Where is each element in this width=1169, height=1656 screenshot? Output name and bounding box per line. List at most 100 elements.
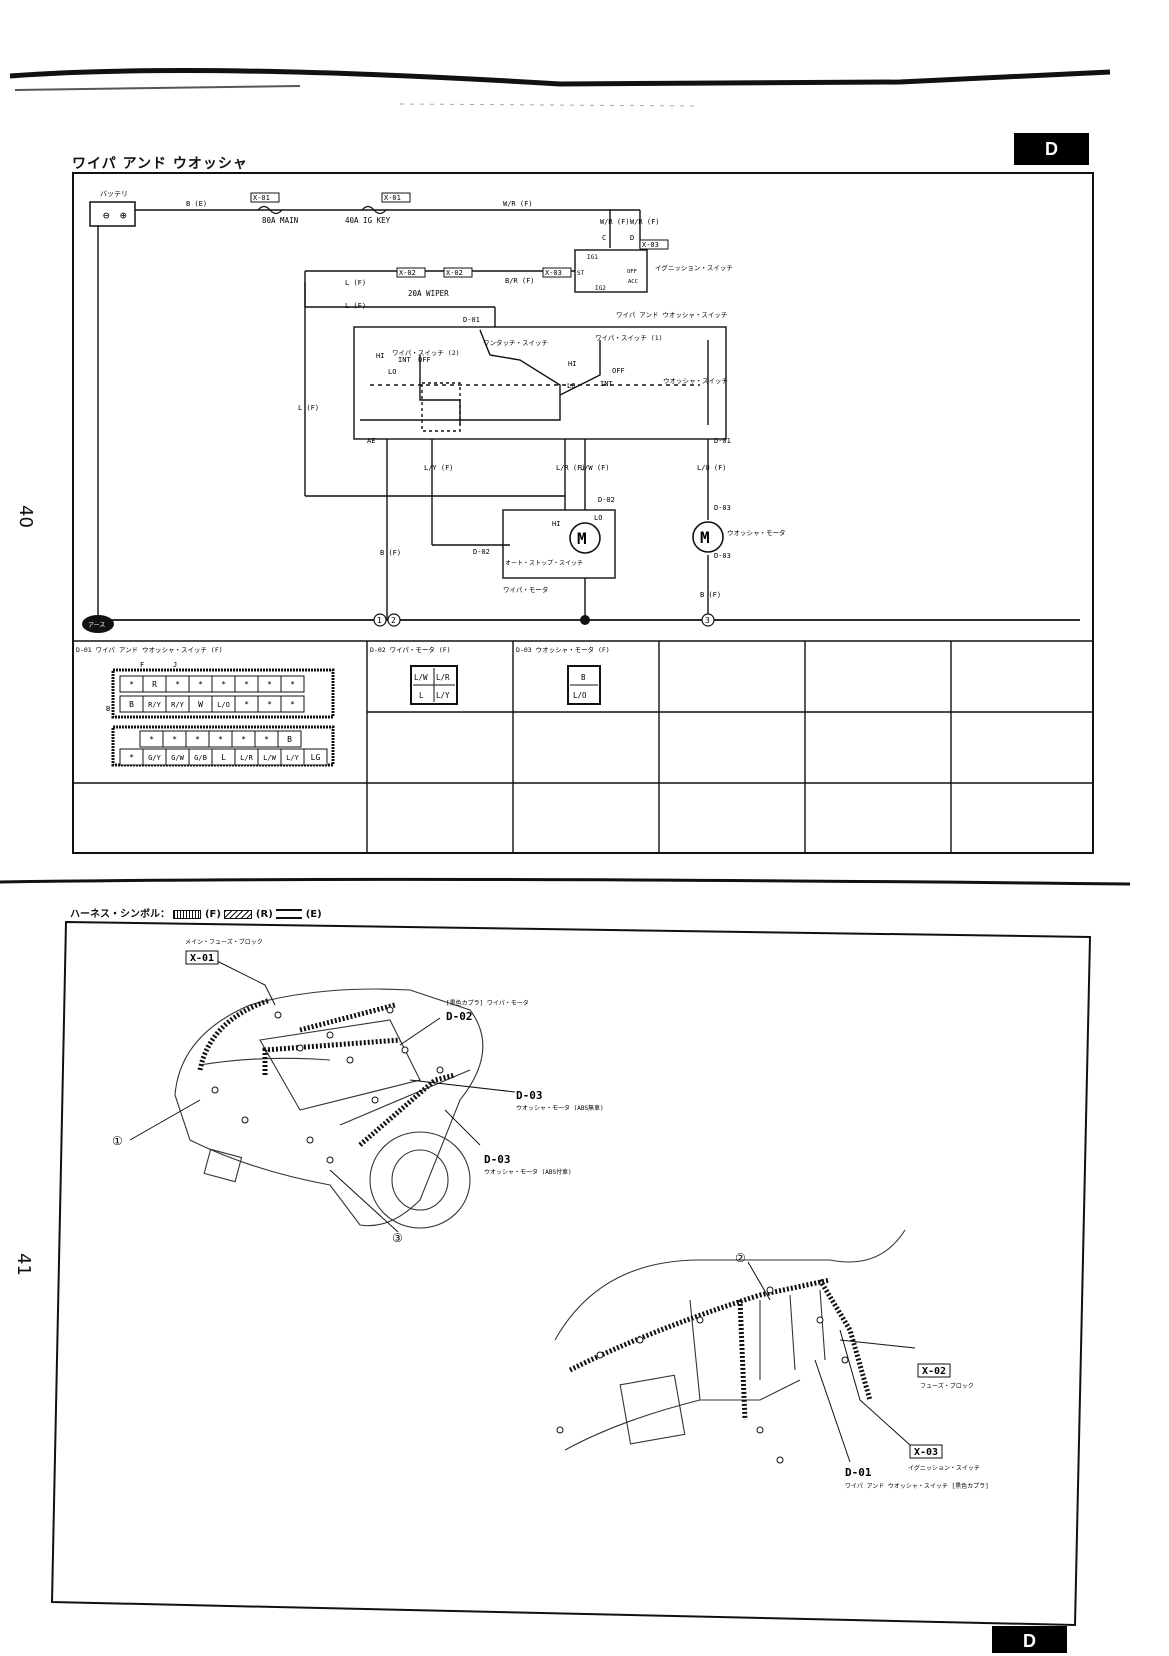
d01-pin-cell [303, 748, 328, 766]
fuse-wiper-box-1: X-02 [399, 269, 416, 277]
term-c: C [602, 234, 606, 242]
d01-pin-label: LG [311, 753, 321, 762]
harness-rear-swatch [224, 909, 253, 919]
wire-lw: L/W (F) [580, 464, 610, 472]
harness-engine-label: (E) [305, 909, 322, 920]
d01-pin-label: * [175, 680, 180, 689]
d01-pin-label: B [287, 735, 292, 744]
sw2-lo: LO [388, 368, 396, 376]
d01-pin-label: * [290, 700, 295, 709]
section-tab-bottom: D [992, 1626, 1067, 1653]
d01-pin-label: L [221, 753, 226, 762]
washer-motor-label: ウオッシャ・モータ [727, 528, 786, 537]
marker-2: ② [735, 1251, 746, 1265]
sw1-hi: HI [568, 360, 576, 368]
auto-stop-label: オート・ストップ・スイッチ [505, 560, 583, 567]
d01-pin-label: * [218, 735, 223, 744]
gnd-node-2: 2 [391, 616, 396, 625]
ground-label: アース [88, 622, 105, 629]
svg-text:⊕: ⊕ [120, 209, 127, 222]
fuse-main-box: X-01 [253, 194, 270, 202]
d01-pin-label: * [244, 700, 249, 709]
battery-label: バッテリ [100, 190, 128, 198]
wire-b-f-1: B (F) [380, 549, 401, 557]
x02-note: フューズ・ブロック [920, 1382, 974, 1390]
d03-connector-title: D-03 ウオッシャ・モータ (F) [516, 645, 610, 654]
d01-pin-label: * [129, 753, 134, 762]
harness-front-swatch [173, 909, 202, 919]
term-d: D [630, 234, 634, 242]
sw1-int: INT [600, 380, 613, 388]
wire-lr: L/R (F) [556, 464, 586, 472]
conn-ae: AE [367, 437, 375, 445]
sw1-lo: LO [567, 382, 575, 390]
wiper-switch-2-label: ワイパ・スイッチ (2) [392, 349, 460, 357]
d01-pin-label: * [198, 680, 203, 689]
d03-tag-b: D-03 [484, 1153, 511, 1166]
d01-pin-cell [277, 730, 302, 748]
ig-switch-label: イグニッション・スイッチ [655, 263, 733, 272]
ground-icon [82, 615, 114, 633]
wire-ly: L/Y (F) [424, 464, 454, 472]
d01-pin-label: * [241, 735, 246, 744]
sw2-off: OFF [418, 356, 431, 364]
d01-label-j: J [173, 661, 177, 669]
d01-pin-label: * [264, 735, 269, 744]
d01-label-f: F [140, 661, 144, 669]
wiring-schematic: ⊖⊕ バッテリ [72, 172, 1094, 854]
ig-term-ig2: IG2 [595, 285, 606, 292]
conn-d01-top: D-01 [463, 316, 480, 324]
d01-pin-label: L/Y [286, 754, 299, 762]
svg-text:⊖: ⊖ [103, 209, 110, 222]
d01-pin-label: * [290, 680, 295, 689]
wire-l-2: L (F) [345, 302, 366, 310]
conn-d01-right: D-01 [714, 437, 731, 445]
d01-tag: D-01 [845, 1466, 872, 1479]
harness-legend: ハーネス・シンボル： (F) (R) (E) [70, 905, 322, 920]
wire-l-1: L (F) [345, 279, 366, 287]
d01-pin-label: * [267, 680, 272, 689]
harness-symbol-label: ハーネス・シンボル： [70, 909, 170, 920]
sw2-int: INT [398, 356, 411, 364]
wire-b-e: B (E) [186, 200, 207, 208]
x03-tag: X-03 [914, 1447, 938, 1458]
d01-pin-label: W [198, 700, 203, 709]
harness-engine-swatch [276, 909, 303, 919]
d01-pin-label: * [221, 680, 226, 689]
conn-d02-motor: D-02 [598, 496, 615, 504]
d01-pin-label: * [172, 735, 177, 744]
d03-note-a: ウオッシャ・モータ (ABS無車) [516, 1104, 604, 1112]
conn-d03-top: D-03 [714, 504, 731, 512]
d02-note: [黒色カプラ] ワイパ・モータ [446, 999, 529, 1007]
d01-pin-label: * [129, 680, 134, 689]
wire-lo: L/O (F) [697, 464, 727, 472]
d01-pin-label: G/B [194, 754, 207, 762]
wiper-motor-icon: M [577, 529, 587, 548]
gnd-node-3: 3 [705, 616, 710, 625]
d01-pin-cell [280, 695, 305, 713]
x02-tag: X-02 [922, 1366, 946, 1377]
d01-pin-cell [280, 675, 305, 693]
d02-pin-2: L/R [436, 673, 450, 682]
d01-pin-label: R [152, 680, 157, 689]
wire-wr-d: W/R (F) [630, 218, 660, 226]
fuse-wiper-box-2: X-02 [446, 269, 463, 277]
d03-note-b: ウオッシャ・モータ (ABS付車) [484, 1168, 572, 1176]
battery-icon: ⊖⊕ [89, 201, 136, 227]
marker-1: ① [112, 1134, 123, 1148]
washer-switch-label: ウオッシャ・スイッチ [663, 377, 728, 385]
ig-term-off: OFF [627, 269, 637, 275]
d02-pin-1: L/W [414, 673, 428, 682]
d01-pin-label: B [129, 700, 134, 709]
section-tab-top: D [1014, 133, 1089, 165]
d01-pin-label: L/O [217, 701, 230, 709]
conn-d02-left: D-02 [473, 548, 490, 556]
wire-br: B/R (F) [505, 277, 535, 285]
d01-pin-label: * [149, 735, 154, 744]
x01-note: メイン・フューズ・ブロック [185, 938, 263, 946]
fuse-ig-label: 40A IG KEY [345, 216, 391, 225]
x03-note: イグニッション・スイッチ [908, 1464, 980, 1472]
wiper-motor-label: ワイパ・モータ [503, 585, 548, 594]
washer-motor-icon: M [700, 528, 710, 547]
